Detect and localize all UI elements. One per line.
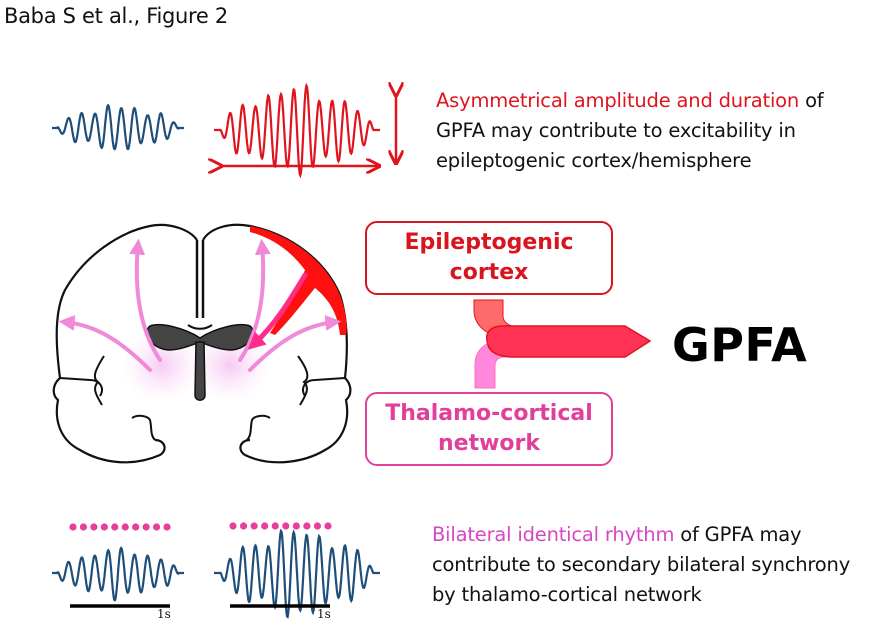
top-caption-line2: GPFA may contribute to excitability in	[436, 119, 796, 142]
scale-label-right: 1s	[317, 607, 331, 621]
rhythm-dot	[261, 522, 269, 530]
epileptogenic-box-line2: cortex	[449, 260, 529, 285]
asymmetry-highlight: Asymmetrical amplitude and duration	[436, 89, 800, 112]
top-caption-line3: epileptogenic cortex/hemisphere	[436, 149, 752, 172]
rhythm-dot	[271, 522, 279, 530]
brain-coronal-section	[52, 223, 352, 464]
right-eeg-wave	[214, 528, 380, 619]
rhythm-dot	[282, 522, 290, 530]
rhythm-highlight: Bilateral identical rhythm	[432, 523, 675, 546]
left-eeg-wave	[52, 546, 184, 602]
rhythm-dot	[90, 523, 98, 531]
bottom-caption-line2: contribute to secondary bilateral synchr…	[432, 553, 851, 576]
scale-label-left: 1s	[157, 607, 171, 621]
epileptogenic-cortex-region	[250, 226, 347, 335]
rhythm-dot	[324, 522, 332, 530]
right-hemisphere-outline	[202, 223, 352, 464]
rhythm-dot	[239, 522, 248, 530]
cortex-to-thalamus-arrow	[247, 272, 308, 350]
rhythm-dot	[250, 522, 258, 530]
rhythm-dot	[69, 523, 77, 531]
top-caption: Asymmetrical amplitude and duration of G…	[436, 86, 824, 176]
thalamocortical-arrows	[58, 238, 342, 372]
epileptogenic-box-line1: Epileptogenic	[404, 230, 574, 255]
rhythm-dot	[163, 523, 171, 531]
third-ventricle	[194, 341, 206, 401]
asymmetric-eeg-wave	[214, 82, 380, 179]
rhythm-dot	[142, 523, 150, 531]
bottom-caption: Bilateral identical rhythm of GPFA may c…	[432, 520, 850, 610]
gpfa-output-label: GPFA	[672, 318, 808, 372]
rhythm-dot	[100, 523, 108, 531]
rhythm-dot	[121, 523, 129, 531]
rhythm-dot	[132, 523, 140, 531]
top-caption-line1: Asymmetrical amplitude and duration of	[436, 86, 824, 116]
gpfa-output-arrow	[485, 325, 652, 358]
rhythm-dot	[152, 523, 161, 531]
thalamocortical-box-line1: Thalamo-cortical	[385, 401, 593, 426]
rhythm-dots-right	[229, 522, 332, 530]
thalamocortical-network-box: Thalamo-cortical network	[365, 392, 613, 466]
merge-arrow	[473, 299, 652, 389]
rhythm-dots-left	[69, 523, 171, 531]
thalamocortical-box-line2: network	[437, 431, 541, 456]
rhythm-dot	[79, 523, 88, 531]
rhythm-dot	[303, 522, 311, 530]
bottom-caption-line1-rest: of GPFA may	[674, 523, 802, 546]
rhythm-dot	[313, 522, 322, 530]
epileptogenic-cortex-box: Epileptogenic cortex	[365, 221, 613, 295]
rhythm-dot	[292, 522, 300, 530]
figure-title: Baba S et al., Figure 2	[4, 4, 228, 28]
normal-eeg-wave	[52, 104, 184, 151]
rhythm-dot	[229, 522, 237, 530]
bottom-caption-line1: Bilateral identical rhythm of GPFA may	[432, 520, 850, 550]
bottom-caption-line3: by thalamo-cortical network	[432, 583, 702, 606]
rhythm-dot	[111, 523, 119, 531]
left-hemisphere-outline	[52, 223, 198, 464]
top-caption-line1-rest: of	[799, 89, 824, 112]
